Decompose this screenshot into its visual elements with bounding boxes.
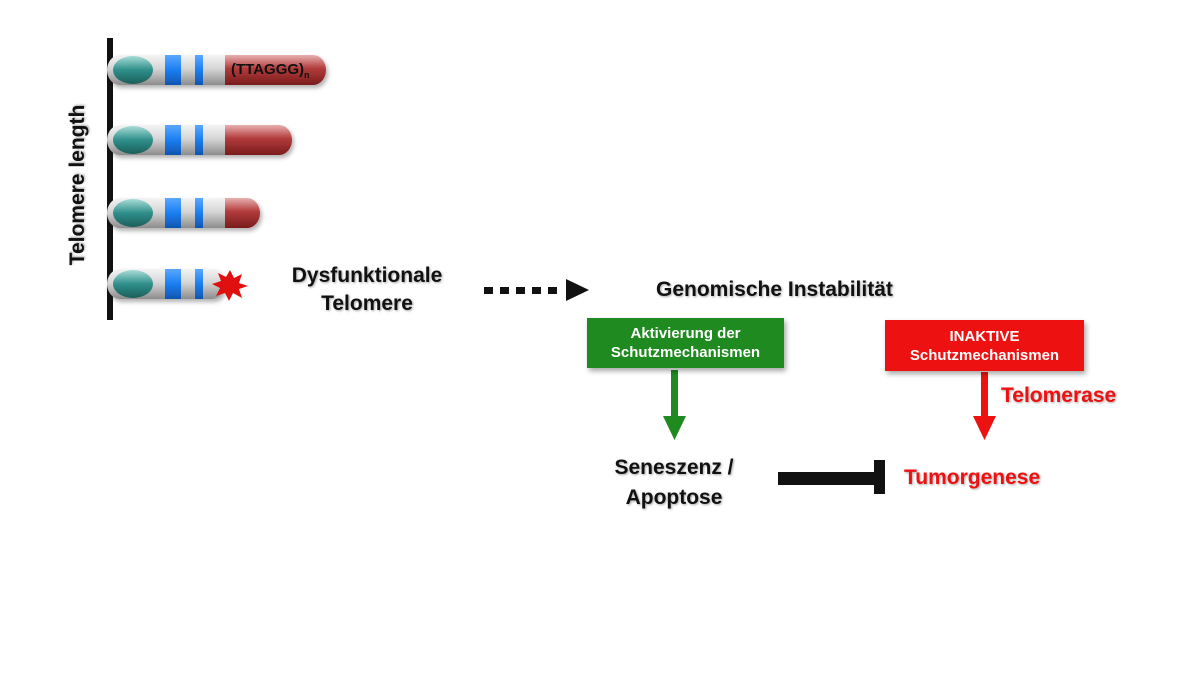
- telomere-segment: [225, 125, 292, 155]
- arrow-head-icon: [566, 279, 589, 301]
- damage-star-icon: [212, 270, 248, 301]
- chromosome-short-telomere: [107, 198, 260, 228]
- chromosome-medium-telomere: [107, 125, 292, 155]
- band: [195, 125, 203, 155]
- dysfunctional-line1: Dysfunktionale: [291, 264, 443, 287]
- centromere: [113, 126, 153, 154]
- inactive-line1: INAKTIVE: [949, 327, 1020, 345]
- band: [165, 198, 181, 228]
- outcome-left-line1: Seneszenz /: [614, 456, 734, 479]
- inactive-line2: Schutzmechanismen: [909, 346, 1060, 364]
- red-arrow: [973, 372, 996, 440]
- band: [195, 55, 203, 85]
- repeat-base: (TTAGGG): [231, 61, 305, 78]
- band: [165, 125, 181, 155]
- genomic-instability-label: Genomische Instabilität: [656, 278, 893, 301]
- dotted-arrow: [484, 279, 589, 301]
- band: [195, 269, 203, 299]
- repeat-subscript: n: [304, 70, 310, 80]
- tumorigenesis-label: Tumorgenese: [904, 466, 1041, 489]
- centromere: [113, 56, 153, 84]
- repeat-label: (TTAGGG)n: [231, 61, 310, 80]
- activation-line2: Schutzmechanismen: [610, 344, 761, 361]
- band: [165, 269, 181, 299]
- telomerase-label: Telomerase: [1001, 384, 1117, 407]
- centromere: [113, 199, 153, 227]
- dysfunctional-line2: Telomere: [321, 292, 413, 315]
- band: [195, 198, 203, 228]
- senescence-apoptosis-label: Seneszenz / Apoptose: [584, 453, 764, 513]
- telomere-segment: [225, 55, 326, 85]
- chromosome-dysfunctional: [107, 269, 225, 299]
- green-arrow: [663, 370, 686, 440]
- band: [165, 55, 181, 85]
- inhibition-bar: [778, 460, 885, 494]
- activation-box: Aktivierung der Schutzmechanismen: [587, 318, 784, 368]
- axis-label: Telomere length: [66, 104, 89, 266]
- outcome-left-line2: Apoptose: [625, 486, 723, 509]
- activation-line1: Aktivierung der: [630, 325, 741, 342]
- telomere-segment: [225, 198, 260, 228]
- axis-line: [107, 38, 113, 320]
- dysfunctional-label: Dysfunktionale Telomere: [262, 262, 472, 318]
- centromere: [113, 270, 153, 298]
- chromosome-long-telomere: [107, 55, 326, 85]
- inactive-box: INAKTIVE Schutzmechanismen: [885, 320, 1084, 371]
